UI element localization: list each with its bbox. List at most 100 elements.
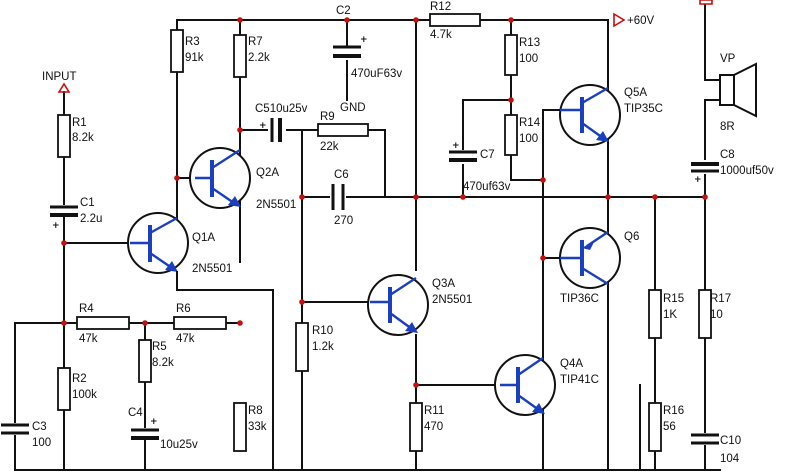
resistor-r13 (504, 34, 518, 76)
gnd-label: GND (340, 102, 366, 114)
c5-name: C510u25v (255, 103, 308, 115)
c10-value: 104 (720, 453, 740, 465)
r10-name: R10 (312, 325, 333, 337)
q2-name: Q2A (256, 167, 279, 179)
top-connector (699, 0, 713, 5)
resistor-r4 (76, 316, 130, 330)
transistors (127, 84, 621, 416)
c3-name: C3 (32, 421, 47, 433)
r8-name: R8 (248, 405, 263, 417)
junction-dot (174, 175, 180, 181)
junction-dot (605, 194, 611, 200)
q3-part: 2N5501 (432, 294, 472, 306)
r2-value: 100k (72, 389, 97, 401)
junction-dot (299, 299, 305, 305)
junction-dot (413, 382, 419, 388)
r5-value: 8.2k (152, 357, 174, 369)
transistor-q4 (494, 354, 556, 416)
c2-value: 470uF63v (351, 68, 402, 80)
r11-name: R11 (424, 405, 444, 417)
junction-dot (344, 17, 350, 23)
svg-text:+: + (360, 35, 368, 45)
r13-value: 100 (519, 53, 538, 65)
speaker (719, 62, 757, 118)
r9-value: 22k (320, 141, 339, 153)
capacitor-c10 (691, 433, 719, 445)
resistor-r10 (295, 322, 309, 372)
capacitor-c7: + (449, 141, 477, 164)
junction-dot (237, 320, 243, 326)
resistor-r3 (170, 29, 184, 73)
c4-value: 10u25v (160, 439, 198, 451)
labels: INPUT +60V GND VP 8R R1 8.2k R2 100k R3 … (32, 1, 774, 465)
q6-part: TIP36C (560, 293, 599, 305)
resistor-r8 (233, 402, 247, 452)
c2-name: C2 (336, 5, 351, 17)
r11-value: 470 (424, 421, 443, 433)
q4-name: Q4A (560, 358, 583, 370)
q4-part: TIP41C (560, 374, 599, 386)
r14-name: R14 (519, 117, 541, 129)
r4-value: 47k (79, 333, 98, 345)
r12-value: 4.7k (430, 29, 452, 41)
capacitor-c3 (1, 423, 29, 435)
svg-text:+: + (452, 141, 460, 151)
junction-dot (508, 97, 514, 103)
r15-name: R15 (663, 293, 684, 305)
c7-name: C7 (480, 149, 495, 161)
r12-name: R12 (430, 1, 451, 13)
resistor-r5 (138, 339, 152, 383)
transistor-q2 (189, 147, 251, 209)
r9-name: R9 (320, 111, 335, 123)
resistor-r6 (173, 316, 227, 330)
r10-value: 1.2k (312, 341, 334, 353)
c6-value: 270 (334, 215, 353, 227)
r1-name: R1 (72, 117, 87, 129)
resistor-r7 (233, 34, 247, 78)
r16-value: 56 (663, 421, 676, 433)
r14-value: 100 (519, 133, 538, 145)
junction-dot (540, 255, 546, 261)
r17-name: R17 (710, 293, 731, 305)
junctions (61, 17, 708, 388)
q1-name: Q1A (192, 232, 215, 244)
r3-name: R3 (185, 36, 200, 48)
r4-name: R4 (79, 303, 94, 315)
q5-part: TIP35C (624, 103, 663, 115)
junction-dot (508, 17, 514, 23)
svg-text:+: + (694, 175, 702, 185)
junction-dot (142, 320, 148, 326)
resistor-r2 (57, 367, 71, 411)
svg-text:+: + (150, 417, 158, 427)
c7-value: 470uf63v (463, 181, 511, 193)
q3-name: Q3A (432, 278, 455, 290)
r15-value: 1K (663, 309, 677, 321)
resistor-r11 (409, 402, 423, 452)
junction-dot (413, 194, 419, 200)
r6-value: 47k (176, 333, 195, 345)
q1-part: 2N5501 (192, 263, 232, 275)
c4-name: C4 (128, 407, 143, 419)
transistor-q3 (367, 274, 429, 336)
supply-arrow-icon (613, 12, 626, 28)
transistor-q1 (127, 212, 189, 291)
junction-dot (237, 17, 243, 23)
capacitor-c5: + (259, 118, 286, 142)
junction-dot (460, 194, 466, 200)
r5-name: R5 (152, 341, 167, 353)
r7-name: R7 (248, 36, 263, 48)
svg-text:+: + (52, 221, 60, 231)
capacitors: + + + + (1, 35, 719, 445)
c8-value: 1000uf50v (720, 165, 774, 177)
resistor-r17 (698, 289, 712, 339)
c1-value: 2.2u (80, 213, 102, 225)
resistor-r15 (648, 289, 662, 339)
r13-name: R13 (519, 37, 540, 49)
input-label: INPUT (42, 71, 77, 83)
r6-name: R6 (176, 303, 191, 315)
c3-value: 100 (32, 437, 51, 449)
junction-dot (413, 17, 419, 23)
resistor-r16 (648, 402, 662, 452)
resistor-r12 (429, 13, 481, 27)
capacitor-c2: + (333, 35, 368, 60)
